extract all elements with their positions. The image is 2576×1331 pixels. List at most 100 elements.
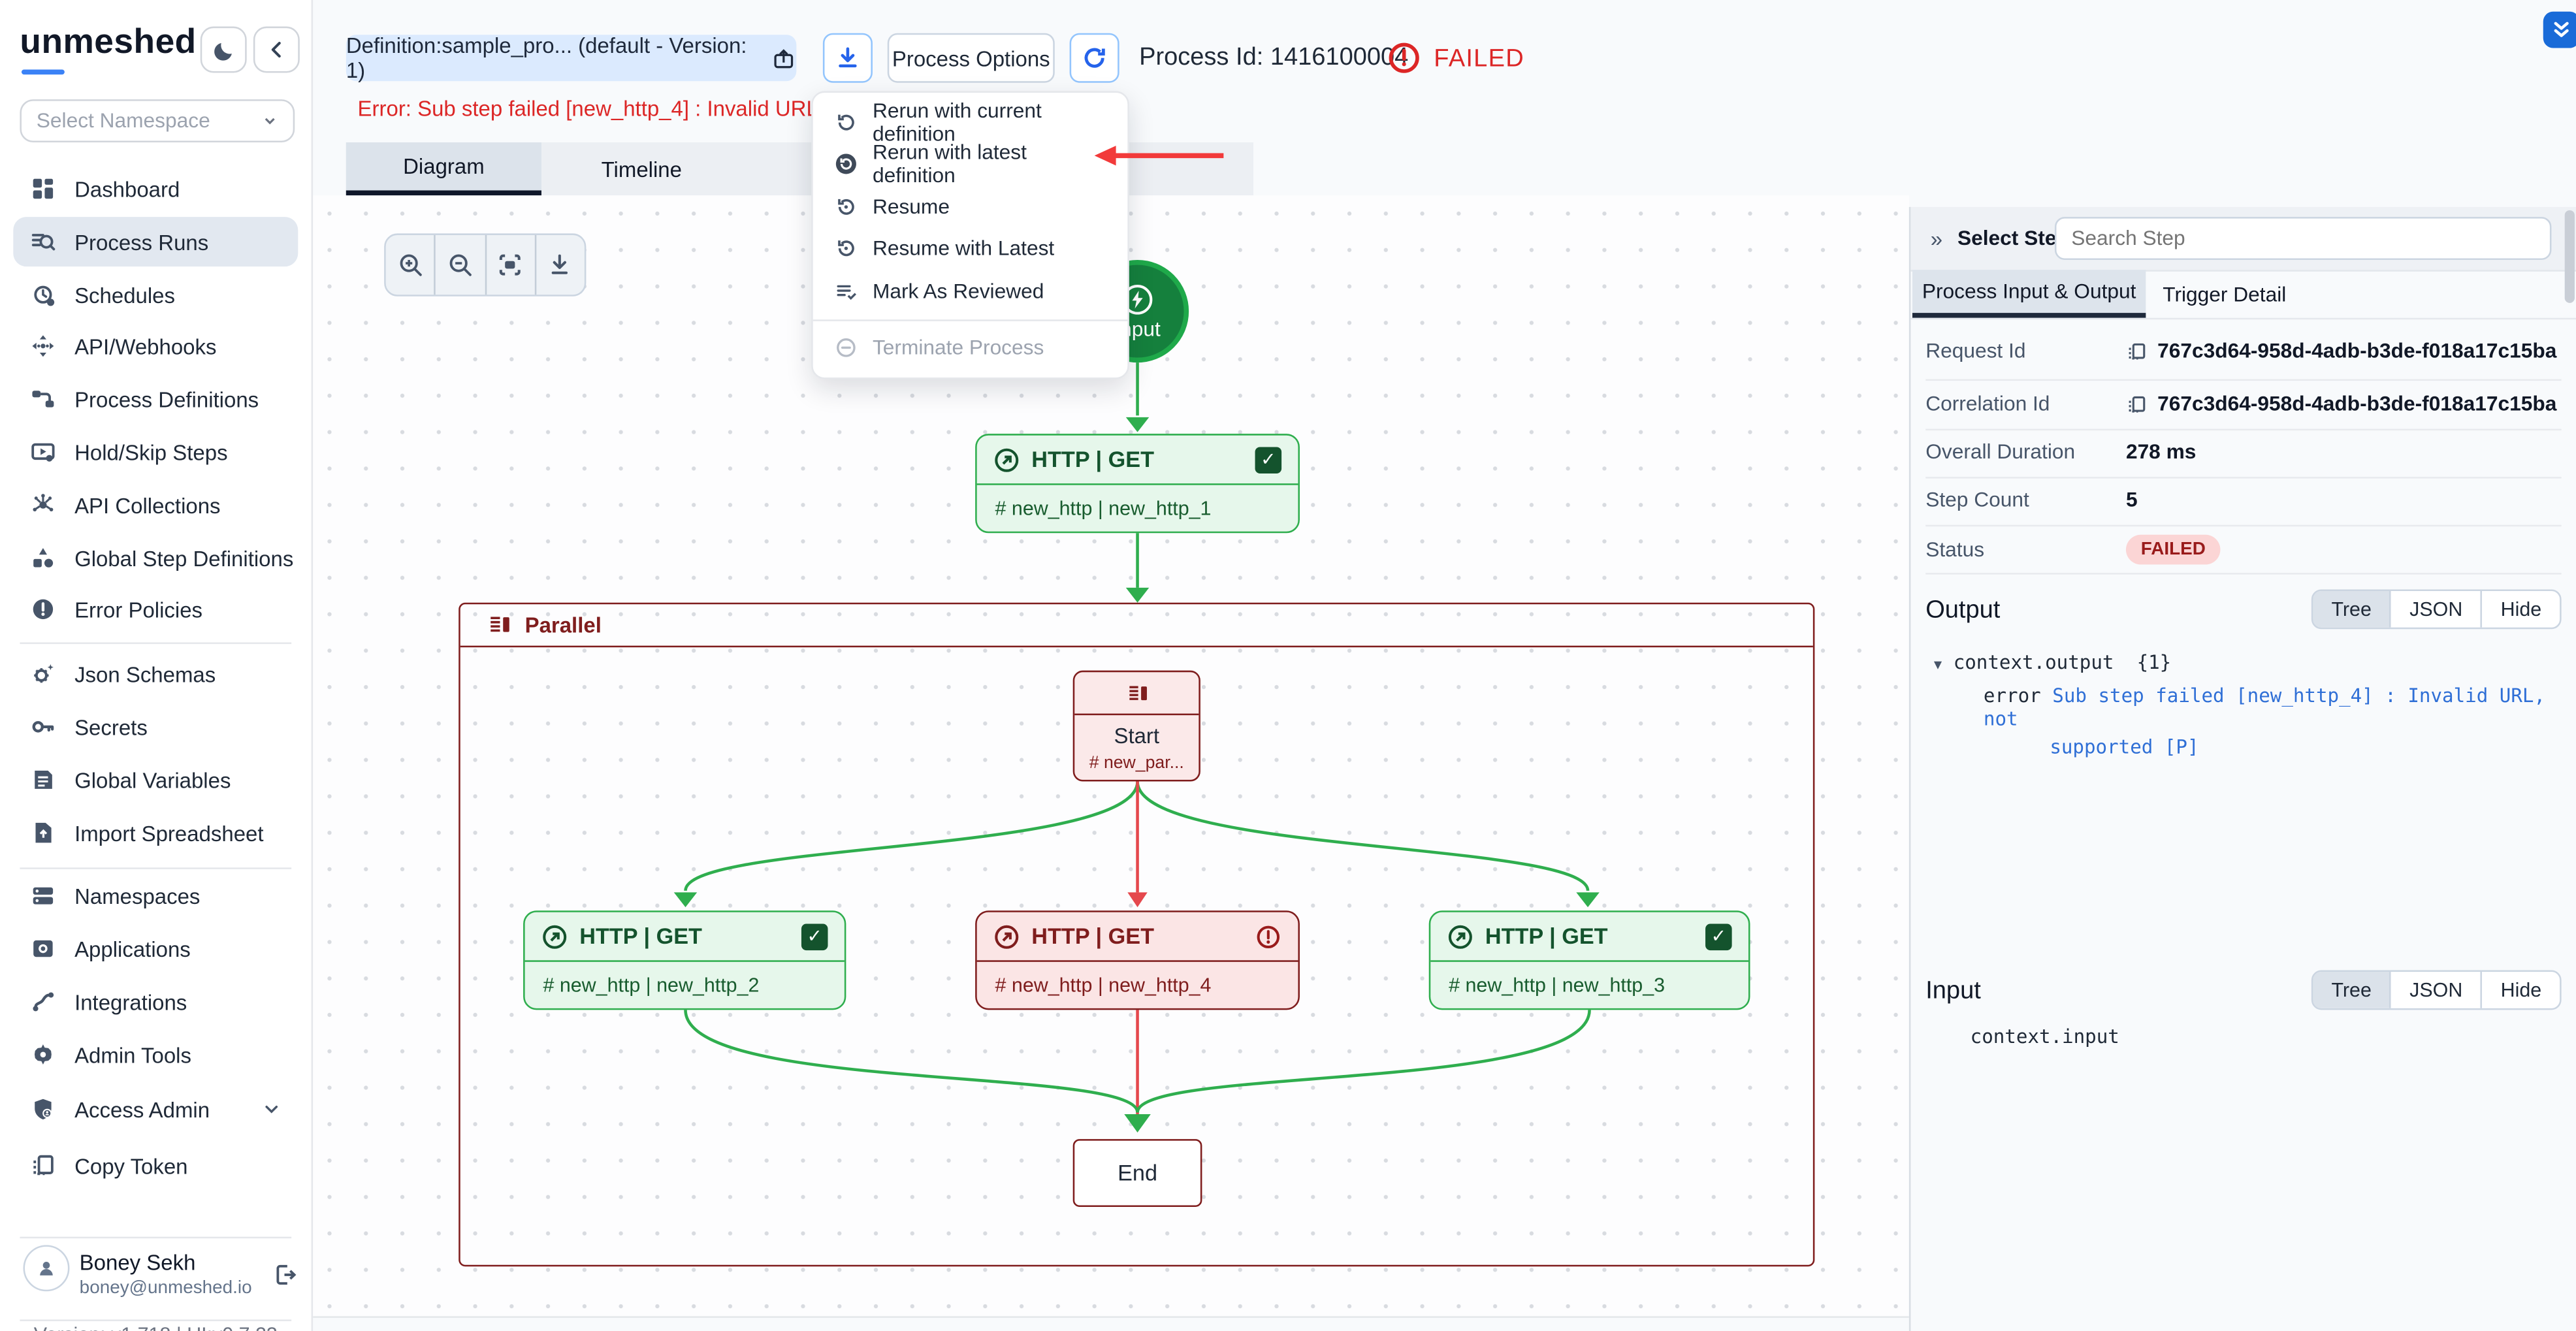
menu-item-rerun-current[interactable]: Rerun with current definition: [813, 99, 1128, 145]
tab-underline: [1910, 317, 2576, 320]
fit-view-button[interactable]: [484, 234, 534, 295]
logo-underline: [21, 69, 65, 75]
sidebar-item-label: Hold/Skip Steps: [74, 440, 228, 465]
zoom-in-button[interactable]: [386, 235, 434, 295]
tab-trigger-detail[interactable]: Trigger Detail: [2146, 270, 2303, 318]
sidebar-divider: [20, 867, 292, 869]
parallel-group[interactable]: Parallel: [459, 602, 1815, 1267]
dark-mode-button[interactable]: [200, 26, 247, 73]
user-info[interactable]: Boney Sekh boney@unmeshed.io: [80, 1250, 252, 1298]
integrations-icon: [33, 992, 54, 1012]
sidebar-item-copy-token[interactable]: Copy Token: [13, 1141, 298, 1191]
menu-item-rerun-latest[interactable]: Rerun with latest definition: [813, 141, 1128, 188]
person-icon: [40, 1262, 53, 1275]
input-json-button[interactable]: JSON: [2389, 972, 2481, 1008]
input-header: Input Tree JSON Hide: [1925, 969, 2562, 1012]
output-json-button[interactable]: JSON: [2389, 590, 2481, 628]
node-start[interactable]: Start # new_par...: [1072, 670, 1200, 782]
secrets-icon: [32, 721, 54, 733]
namespace-select[interactable]: Select Namespace: [20, 99, 295, 143]
sidebar-item-process-runs[interactable]: Process Runs: [13, 217, 298, 267]
scrollbar-thumb[interactable]: [2564, 210, 2575, 303]
chevron-left-icon: [271, 42, 281, 58]
sidebar-item-json-schemas[interactable]: Json Schemas: [13, 649, 298, 699]
sidebar-item-label: Admin Tools: [74, 1042, 191, 1067]
output-view-toggle: Tree JSON Hide: [2311, 589, 2562, 630]
api-collections-icon: [33, 494, 54, 512]
api-webhooks-icon: [32, 335, 54, 357]
copy-icon[interactable]: [2126, 340, 2148, 362]
node-http-2[interactable]: HTTP | GET ✓ # new_http | new_http_2: [523, 910, 846, 1010]
node-start-title: Start: [1114, 723, 1160, 748]
sidebar-item-applications[interactable]: Applications: [13, 924, 298, 974]
expand-panel-icon[interactable]: »: [1930, 226, 1943, 251]
download-diagram-button[interactable]: [534, 234, 585, 295]
node-http-4-failed[interactable]: HTTP | GET # new_http | new_http_4: [975, 910, 1300, 1010]
sidebar-item-dashboard[interactable]: Dashboard: [13, 164, 298, 214]
detail-value: 5: [2125, 488, 2138, 512]
sidebar-item-secrets[interactable]: Secrets: [13, 702, 298, 752]
sidebar-item-process-definitions[interactable]: Process Definitions: [13, 374, 298, 424]
node-title: HTTP | GET: [1031, 447, 1155, 472]
sidebar-item-hold-skip-steps[interactable]: Hold/Skip Steps: [13, 427, 298, 477]
checked-icon: ✓: [1255, 446, 1282, 473]
node-end[interactable]: End: [1072, 1139, 1202, 1208]
menu-item-resume[interactable]: Resume: [813, 185, 1128, 228]
sidebar-item-admin-tools[interactable]: Admin Tools: [13, 1030, 298, 1080]
hold-skip-icon: [31, 443, 55, 462]
download-icon: [839, 47, 857, 68]
tree-collapse-caret[interactable]: ▼: [1933, 657, 1942, 673]
sidebar-item-api-webhooks[interactable]: API/Webhooks: [13, 321, 298, 371]
sidebar-item-schedules[interactable]: Schedules: [13, 270, 298, 319]
checked-icon: ✓: [1705, 923, 1732, 950]
detail-row-request-id: Request Id 767c3d64-958d-4adb-b3de-f018a…: [1925, 340, 2561, 362]
input-hide-button[interactable]: Hide: [2481, 972, 2560, 1008]
node-http-3[interactable]: HTTP | GET ✓ # new_http | new_http_3: [1428, 910, 1750, 1010]
output-tree-button[interactable]: Tree: [2313, 590, 2390, 628]
sidebar-item-api-collections[interactable]: API Collections: [13, 480, 298, 530]
sidebar-item-label: Dashboard: [74, 176, 180, 202]
detail-value: 278 ms: [2125, 440, 2197, 464]
tab-timeline[interactable]: Timeline: [541, 142, 742, 195]
sidebar-item-label: Process Runs: [74, 229, 209, 255]
sidebar-item-access-admin[interactable]: Access Admin: [13, 1084, 298, 1134]
sidebar-item-error-policies[interactable]: Error Policies: [13, 585, 298, 634]
logout-icon[interactable]: [272, 1262, 298, 1289]
download-process-button[interactable]: [822, 33, 873, 83]
input-tree-button[interactable]: Tree: [2313, 972, 2390, 1008]
terminate-icon: [837, 338, 856, 358]
refresh-icon: [1084, 48, 1105, 68]
menu-item-resume-latest[interactable]: Resume with Latest: [813, 228, 1128, 270]
open-definition-icon[interactable]: [772, 46, 796, 71]
zoom-out-button[interactable]: [434, 234, 485, 295]
tab-process-input-output[interactable]: Process Input & Output: [1912, 270, 2146, 318]
diagram-canvas[interactable]: Input HTTP | GET ✓ # new_http | new_http…: [311, 195, 1909, 1318]
copy-icon[interactable]: [2126, 393, 2148, 415]
sidebar-item-label: Access Admin: [74, 1097, 210, 1122]
dashboard-icon: [33, 178, 54, 199]
definition-pill[interactable]: Definition:sample_pro... (default - Vers…: [346, 33, 797, 83]
download-icon: [552, 254, 568, 274]
process-options-button[interactable]: Process Options: [887, 33, 1055, 83]
refresh-button[interactable]: [1069, 33, 1119, 83]
sidebar-item-label: Process Definitions: [74, 386, 259, 411]
node-http-1[interactable]: HTTP | GET ✓ # new_http | new_http_1: [975, 434, 1300, 534]
sidebar-item-namespaces[interactable]: Namespaces: [13, 871, 298, 920]
search-step-input[interactable]: [2054, 217, 2552, 260]
sidebar-item-global-variables[interactable]: Global Variables: [13, 755, 298, 805]
tab-diagram[interactable]: Diagram: [346, 142, 541, 196]
output-hide-button[interactable]: Hide: [2481, 590, 2560, 628]
menu-item-label: Rerun with latest definition: [872, 141, 1027, 188]
detail-value: 767c3d64-958d-4adb-b3de-f018a17c15ba: [2157, 339, 2557, 363]
menu-item-mark-as-reviewed[interactable]: Mark As Reviewed: [813, 270, 1128, 312]
sidebar-item-global-step-definitions[interactable]: Global Step Definitions: [13, 533, 298, 583]
avatar: [23, 1245, 70, 1292]
import-spreadsheet-icon: [35, 822, 52, 843]
row-divider: [1925, 428, 2562, 431]
sidebar-item-import-spreadsheet[interactable]: Import Spreadsheet: [13, 808, 298, 858]
node-id: # new_http | new_http_2: [543, 973, 760, 997]
collapse-sidebar-button[interactable]: [253, 26, 300, 73]
input-tree-content: context.input: [1970, 1025, 2119, 1048]
notifications-badge[interactable]: [2543, 11, 2576, 48]
sidebar-item-integrations[interactable]: Integrations: [13, 977, 298, 1027]
